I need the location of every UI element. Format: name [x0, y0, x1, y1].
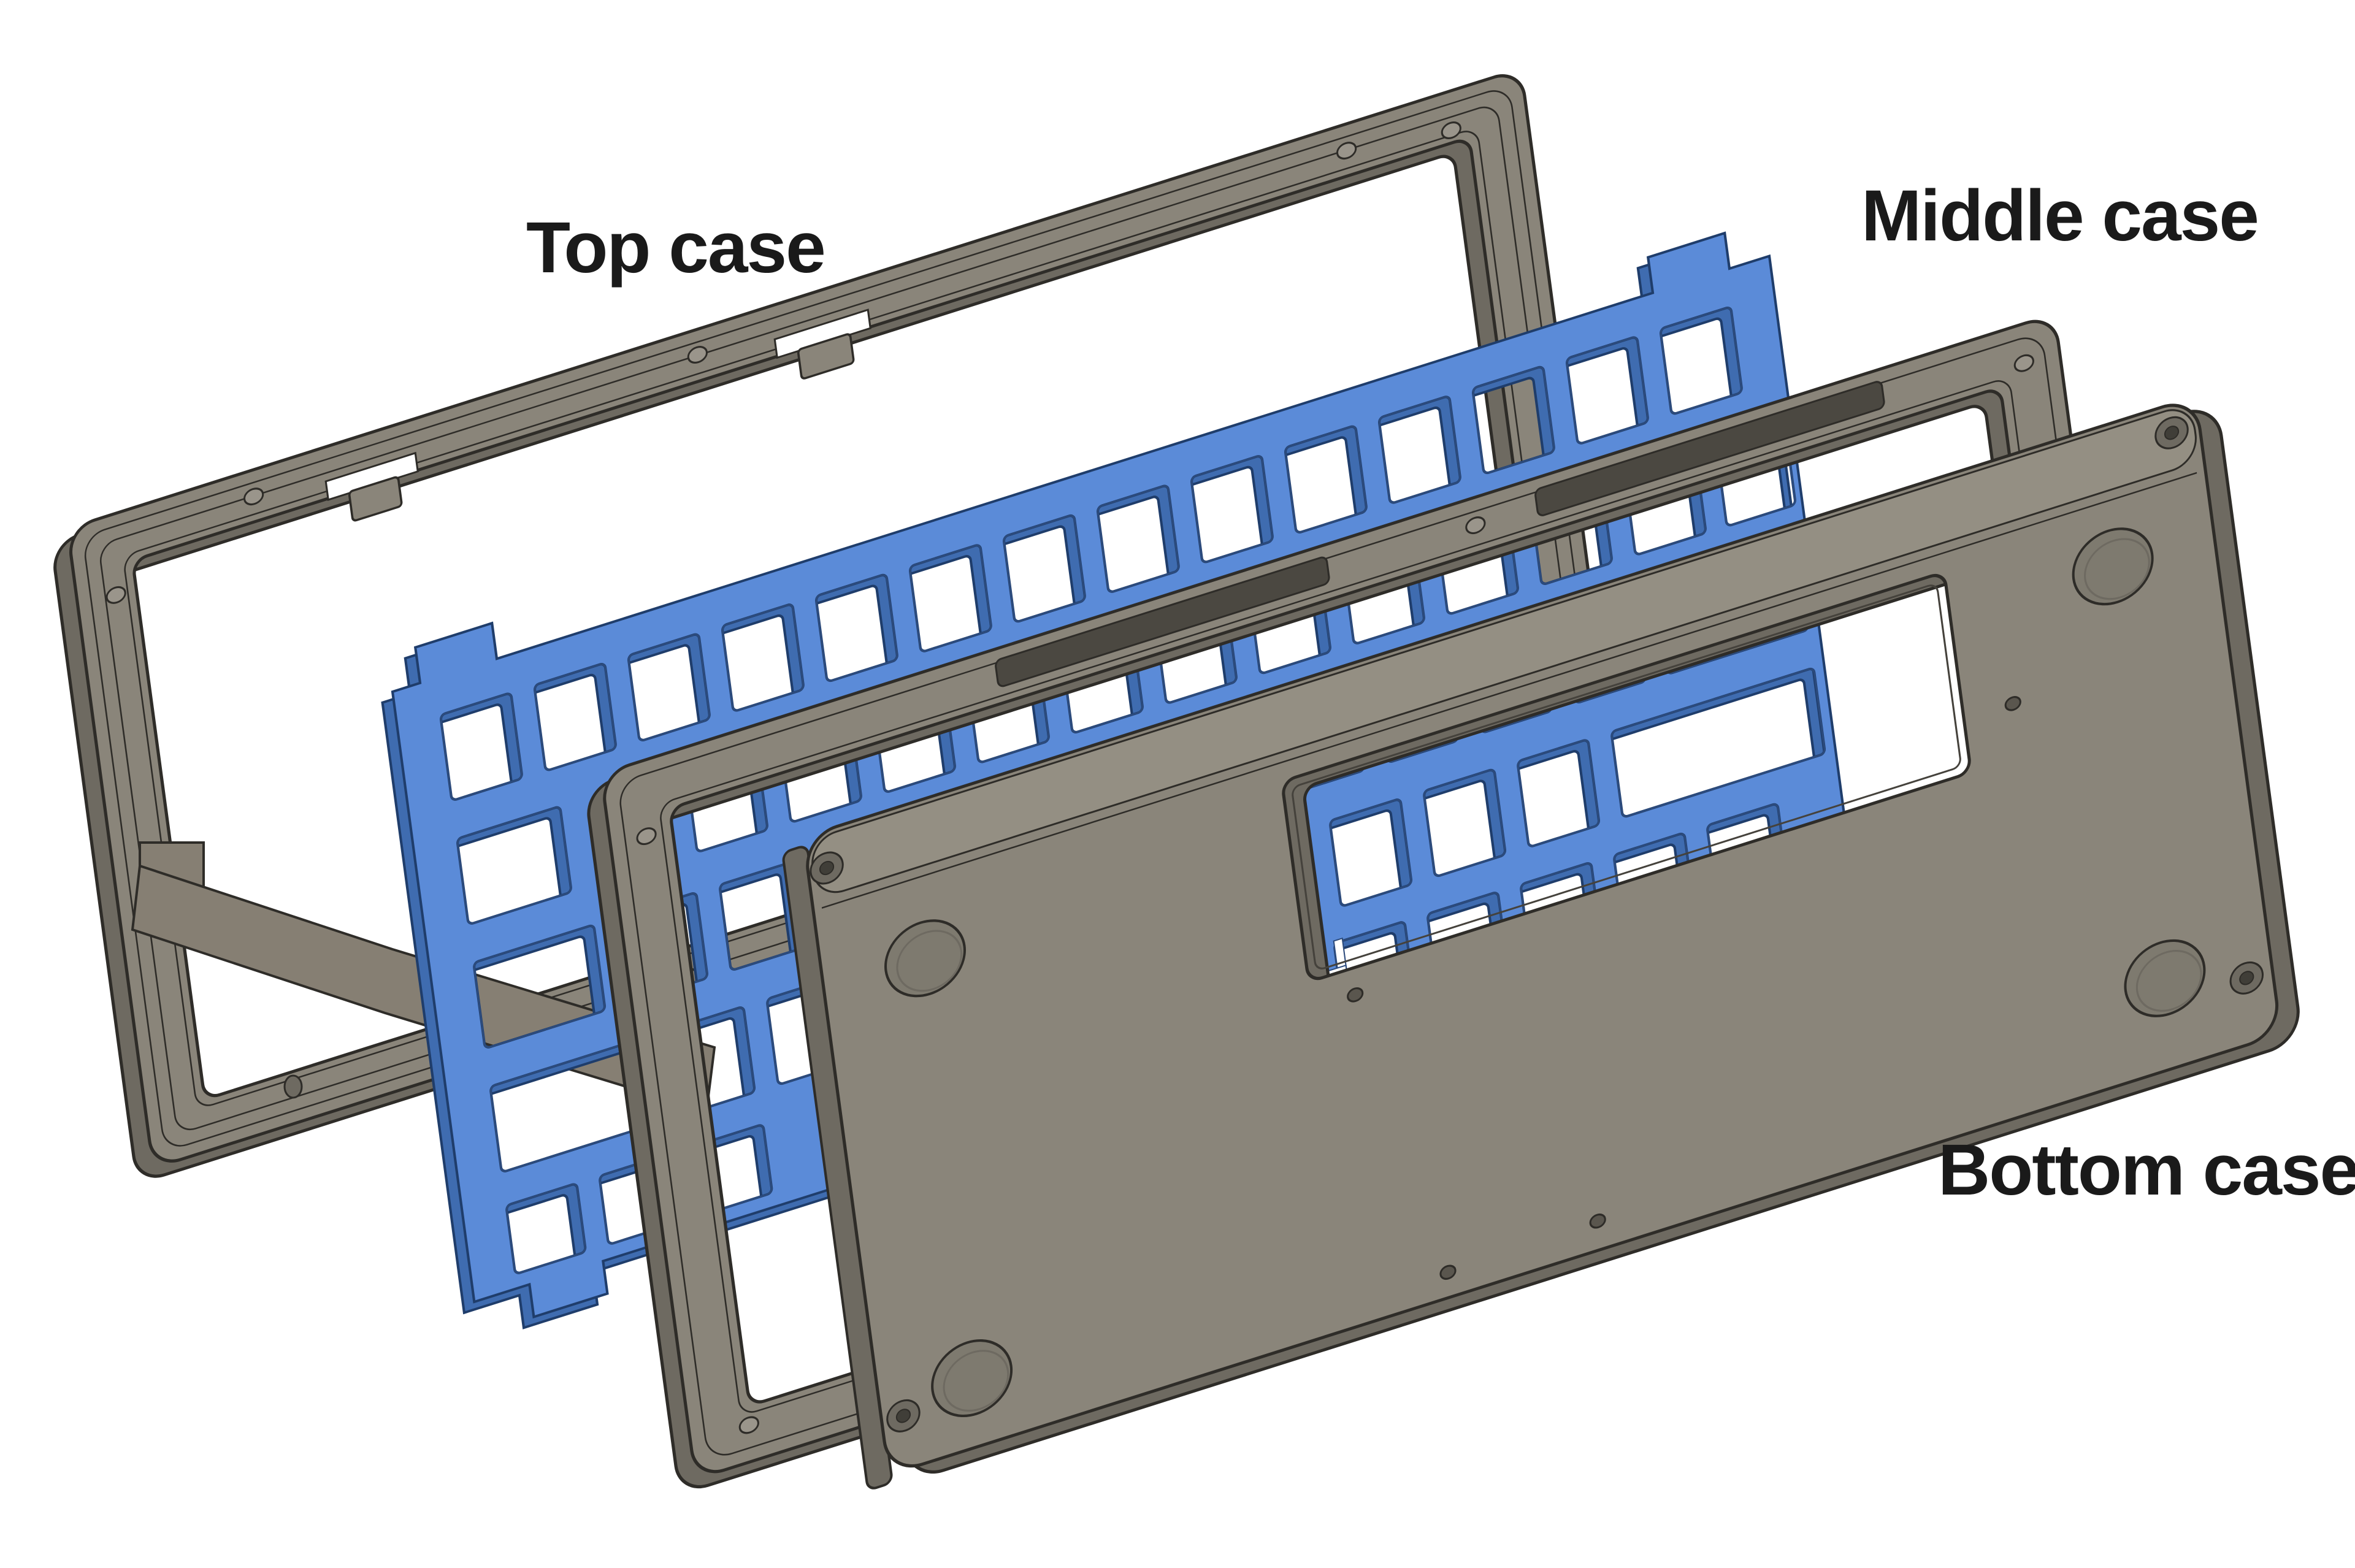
part-bottom-case — [782, 403, 2300, 1490]
label-bottom-case: Bottom case — [1938, 1130, 2355, 1210]
case-parts-group — [53, 74, 2300, 1490]
label-top-case: Top case — [526, 207, 825, 288]
label-middle-case: Middle case — [1861, 175, 2258, 256]
